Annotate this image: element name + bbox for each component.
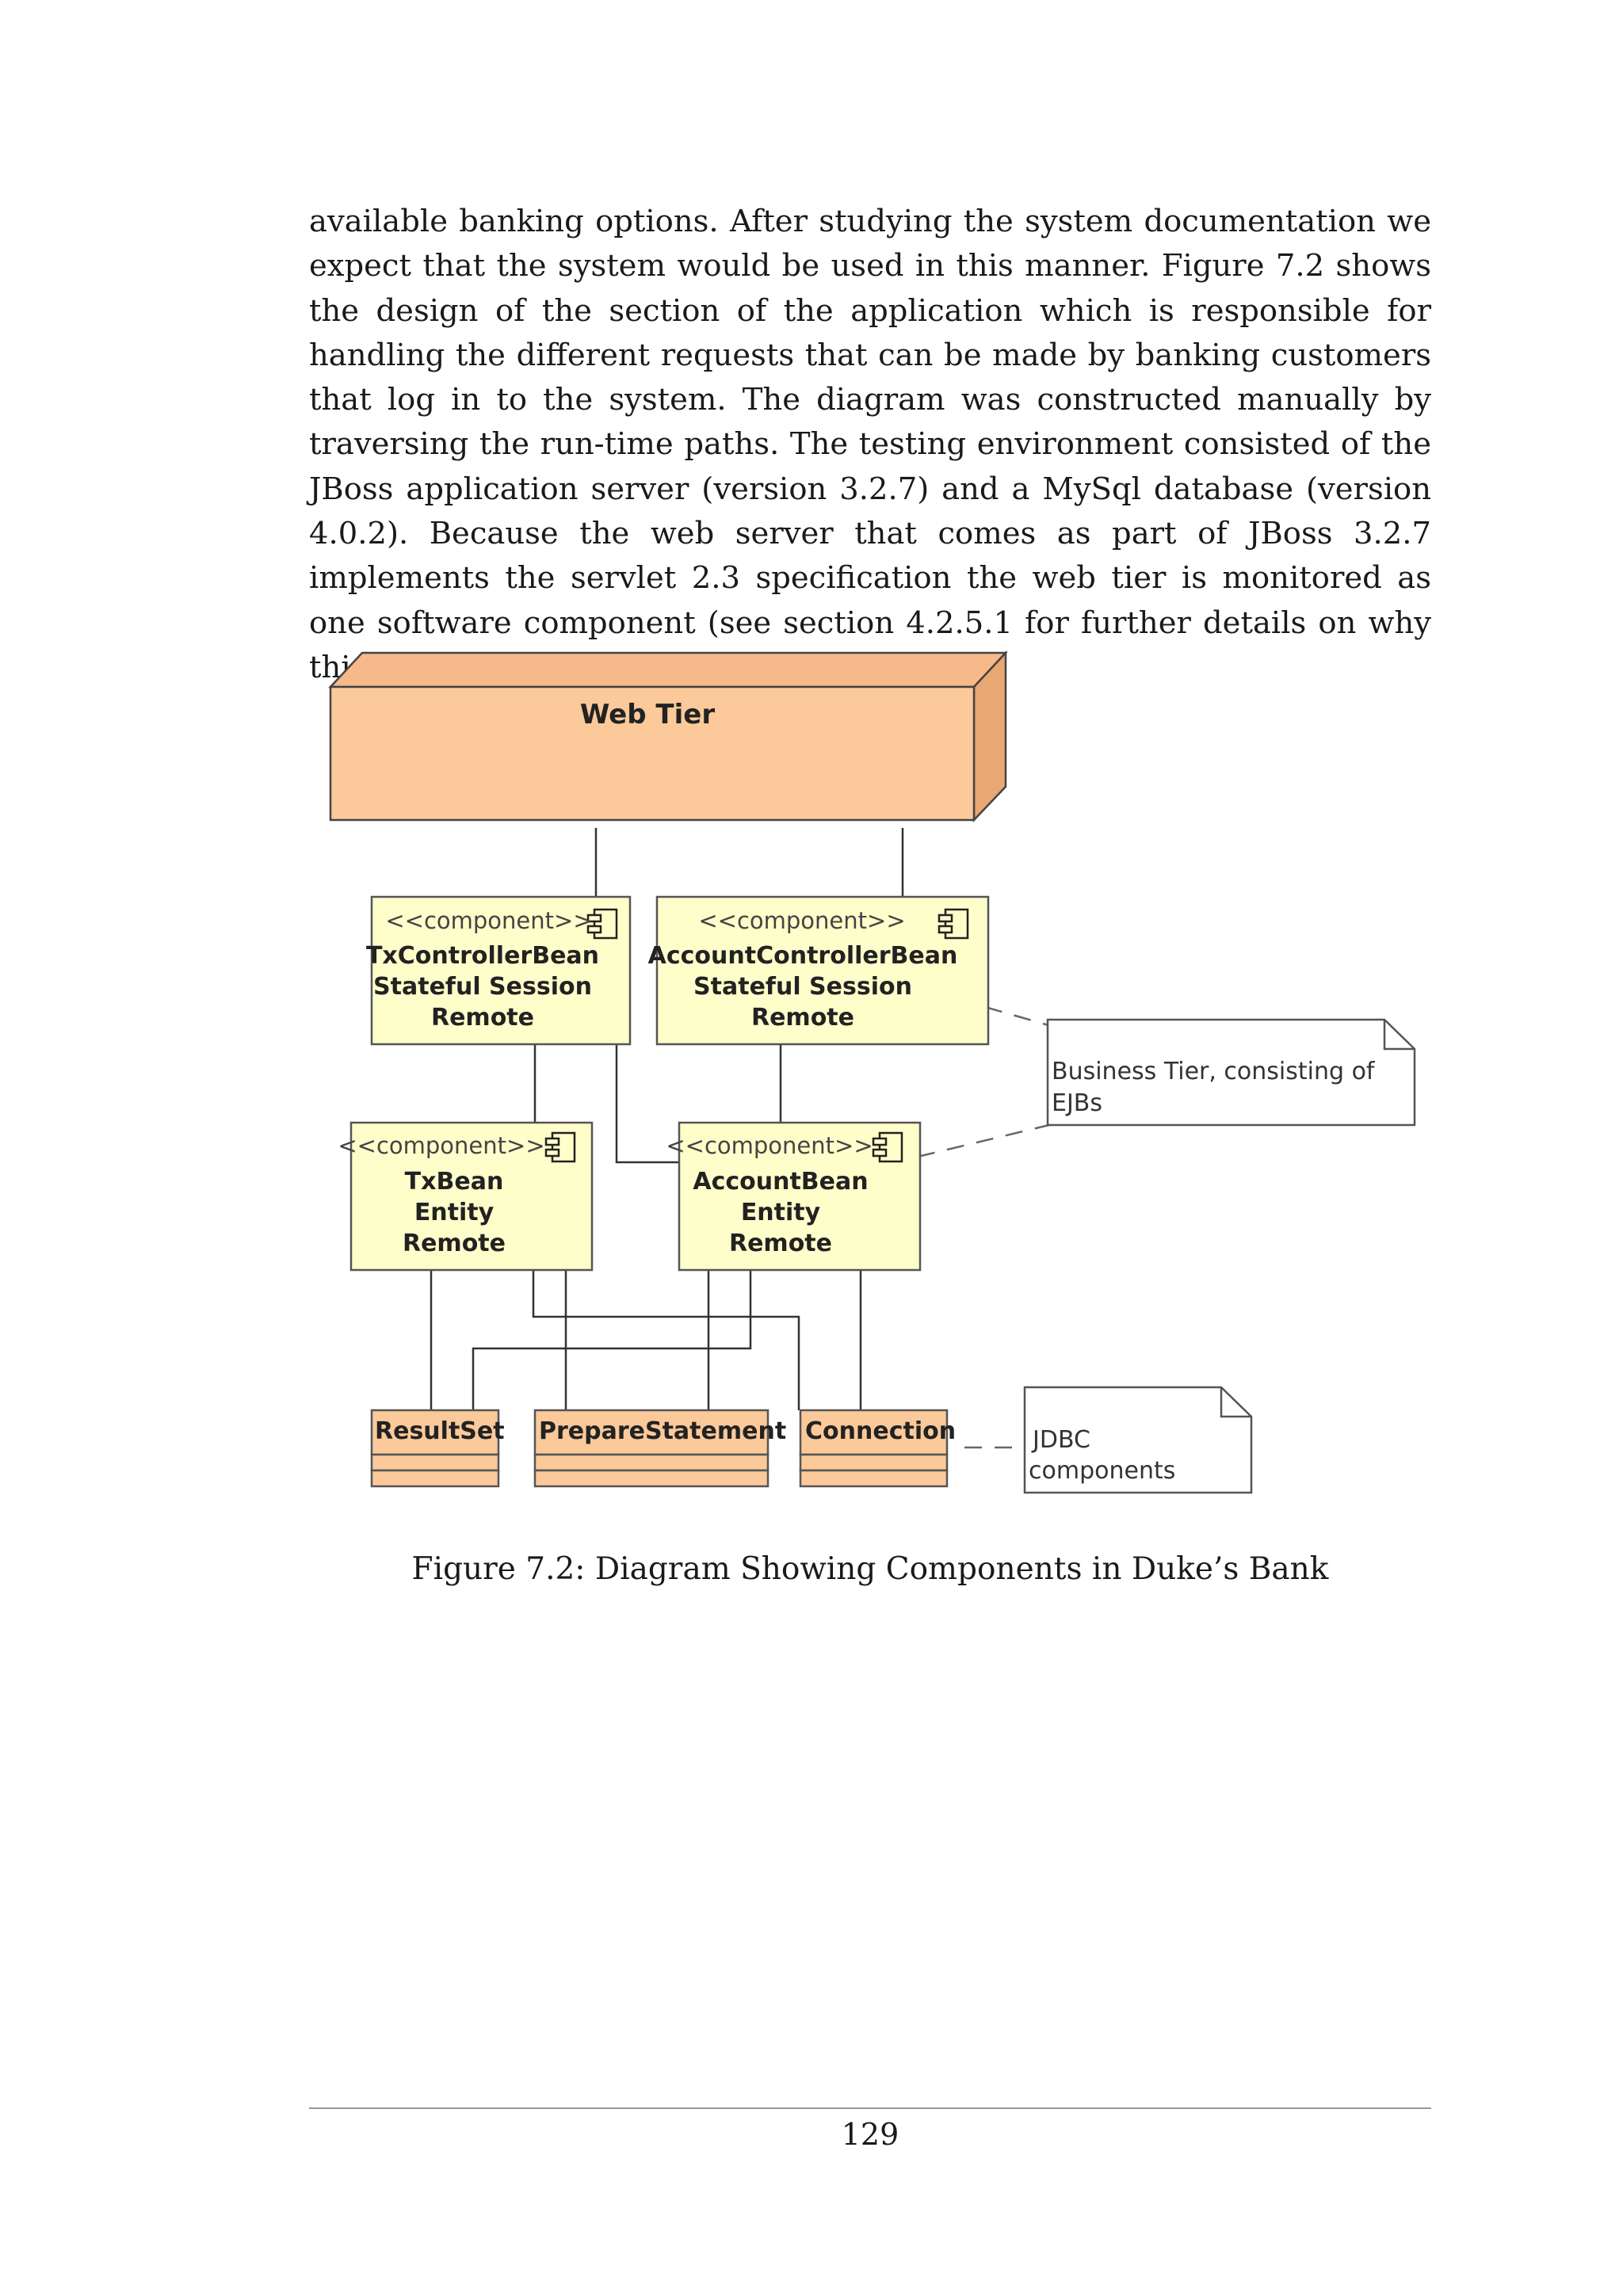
class-resultset: ResultSet [370, 1409, 505, 1488]
note-text: EJBs [1052, 1089, 1102, 1117]
note-business-tier: Business Tier, consisting of EJBs [1046, 1018, 1416, 1127]
component-kind: Stateful Session [373, 973, 592, 1001]
component-name: AccountControllerBean [648, 942, 958, 970]
component-kind: Entity [414, 1199, 495, 1226]
component-name: TxControllerBean [366, 942, 599, 970]
component-stereotype: <<component>> [338, 1132, 544, 1159]
component-txcontrollerbean: <<component>> TxControllerBean Stateful … [366, 895, 632, 1046]
class-name: Connection [805, 1417, 956, 1445]
page-number: 129 [841, 2117, 899, 2152]
class-connection: Connection [799, 1409, 956, 1488]
note-text: JDBC [1031, 1426, 1090, 1454]
class-preparestatement: PrepareStatement [533, 1409, 786, 1488]
class-name: ResultSet [375, 1417, 505, 1445]
component-interface: Remote [729, 1230, 832, 1257]
note-jdbc: JDBC components [1023, 1386, 1253, 1494]
component-name: TxBean [405, 1168, 504, 1196]
component-txbean: <<component>> TxBean Entity Remote [338, 1121, 594, 1272]
component-stereotype: <<component>> [698, 907, 905, 934]
component-accountbean: <<component>> AccountBean Entity Remote [666, 1121, 922, 1272]
web-tier-node: Web Tier [328, 650, 1008, 823]
component-kind: Stateful Session [693, 973, 912, 1001]
component-interface: Remote [751, 1004, 854, 1032]
component-diagram: Web Tier <<component>> TxControllerBean … [328, 650, 1416, 1494]
web-tier-label: Web Tier [580, 699, 715, 730]
component-interface: Remote [431, 1004, 534, 1032]
component-accountcontrollerbean: <<component>> AccountControllerBean Stat… [648, 895, 990, 1046]
class-name: PrepareStatement [539, 1417, 786, 1445]
note-text: components [1029, 1457, 1175, 1485]
footer-divider [309, 2107, 1431, 2109]
figure-caption: Figure 7.2: Diagram Showing Components i… [411, 1551, 1329, 1587]
component-stereotype: <<component>> [385, 907, 592, 934]
note-anchors [917, 1005, 1055, 1449]
note-text: Business Tier, consisting of [1052, 1058, 1376, 1085]
component-stereotype: <<component>> [666, 1132, 873, 1159]
component-name: AccountBean [693, 1168, 868, 1196]
connectors [430, 828, 904, 1410]
component-interface: Remote [403, 1230, 506, 1257]
body-paragraph: available banking options. After studyin… [309, 204, 1431, 685]
component-kind: Entity [741, 1199, 821, 1226]
